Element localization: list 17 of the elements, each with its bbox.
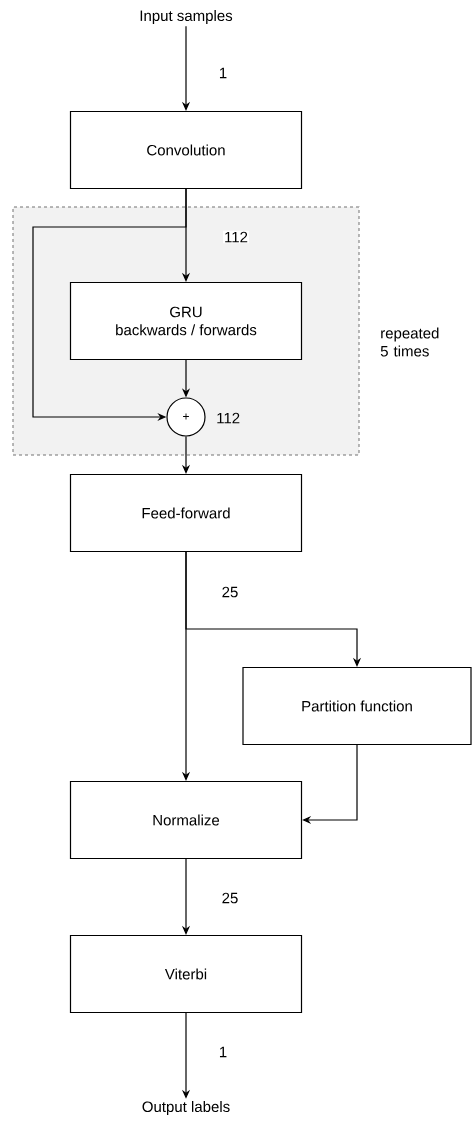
- io-label: Input samples: [140, 10, 233, 24]
- arrow: [185, 551, 362, 667]
- arrow: [302, 744, 358, 825]
- edge-label: 1: [219, 67, 227, 79]
- process-box: Convolution: [69, 110, 303, 190]
- side-note: repeated 5 times: [380, 327, 439, 357]
- edge-label: 25: [222, 892, 238, 904]
- edge-label: 1: [219, 1046, 227, 1058]
- process-box: Partition function: [242, 666, 472, 746]
- io-label: Output labels: [142, 1101, 230, 1115]
- process-box: Viterbi: [69, 934, 303, 1014]
- process-box: GRU backwards / forwards: [69, 281, 303, 361]
- edge-label: 112: [225, 231, 248, 243]
- edge-label: 25: [222, 586, 238, 598]
- process-box: Feed-forward: [69, 473, 303, 553]
- process-box: Normalize: [69, 780, 303, 860]
- side-note: 112: [217, 412, 240, 424]
